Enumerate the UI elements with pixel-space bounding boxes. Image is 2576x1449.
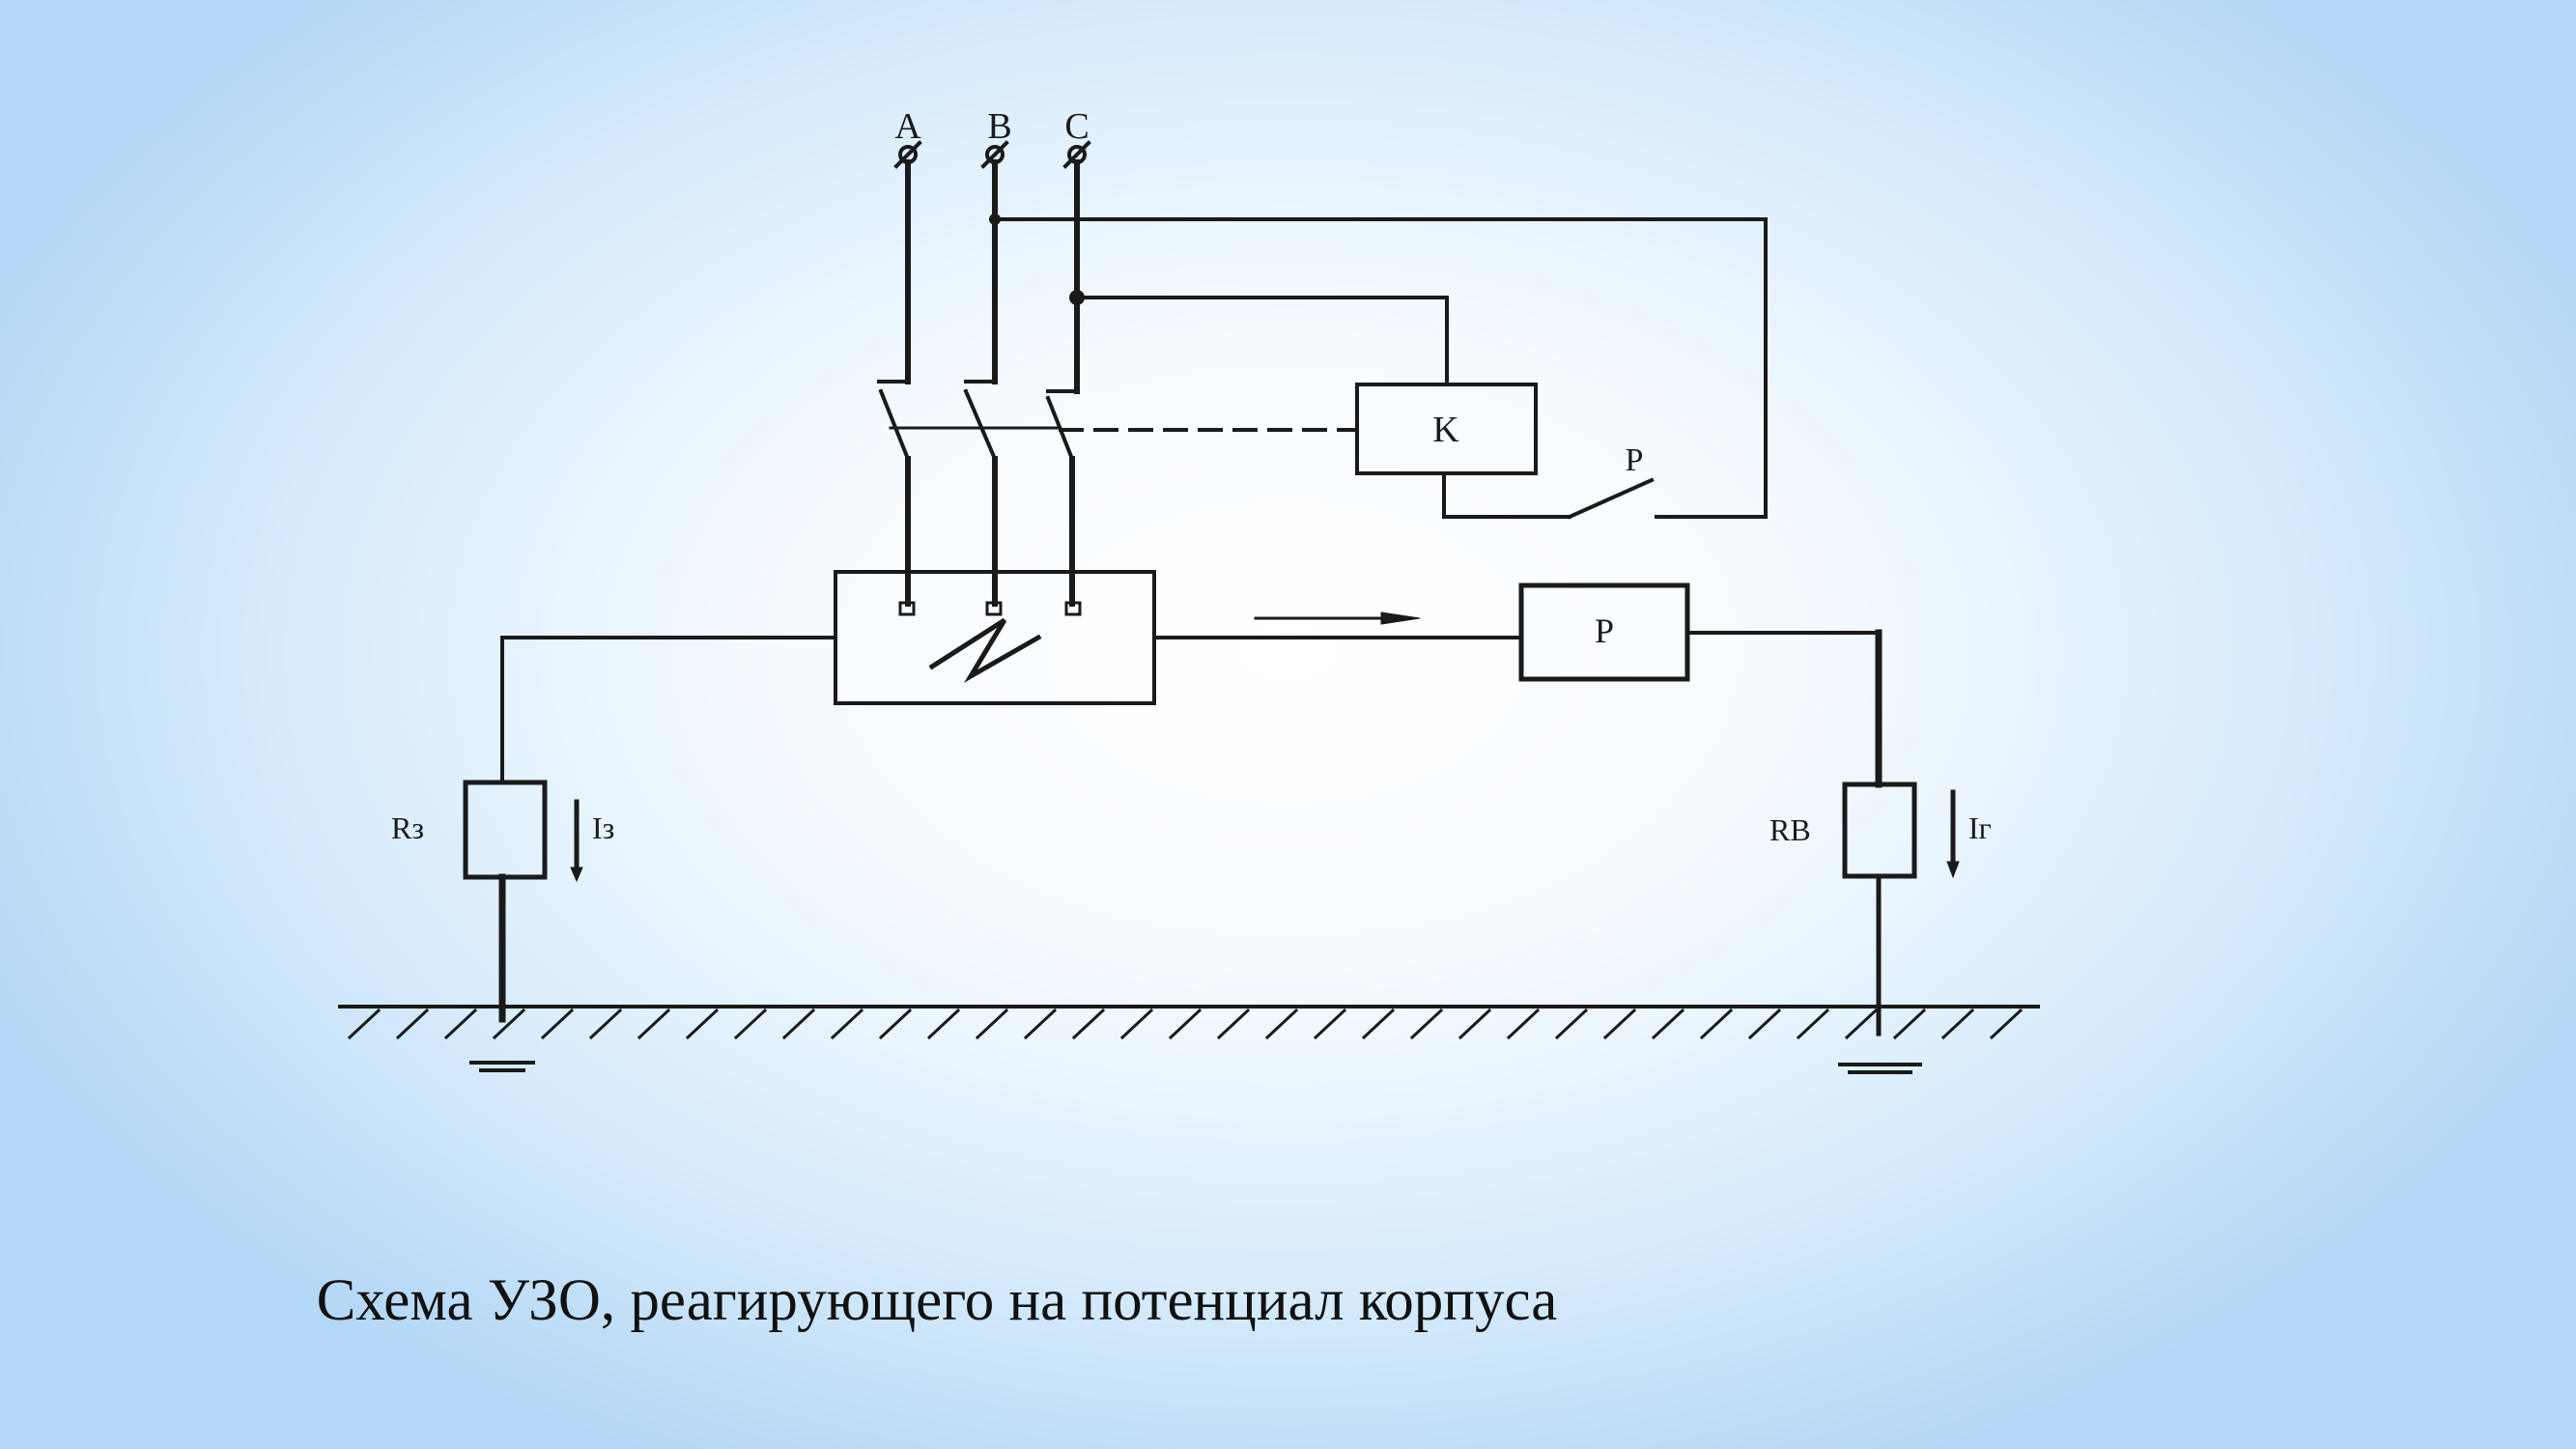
relay-feed-wire	[989, 213, 1768, 519]
hatch-mark	[347, 1008, 382, 1040]
ground-current-label: Iз	[592, 810, 614, 845]
direction-arrow	[1254, 611, 1421, 625]
hatch-mark	[1409, 1008, 1444, 1040]
hatch-mark	[1940, 1008, 1975, 1040]
phase-lines-lower	[905, 456, 1075, 607]
hatch-mark	[1554, 1008, 1589, 1040]
ground-symbol-right	[1838, 1063, 1922, 1074]
hatch-mark	[1216, 1008, 1251, 1040]
hatch-mark	[1119, 1008, 1154, 1040]
relay-contact	[1442, 471, 1655, 520]
ground-resistor	[463, 780, 548, 880]
ground-resistor-label: Rз	[391, 810, 424, 845]
hatch-mark	[395, 1008, 430, 1040]
fault-arrow-icon	[928, 617, 1042, 683]
hatch-mark	[1602, 1008, 1637, 1040]
hatch-mark	[1699, 1008, 1734, 1040]
phase-lines-upper	[905, 159, 1080, 394]
relay-contact-label: P	[1626, 442, 1644, 478]
hatch-mark	[1989, 1008, 2024, 1040]
coil-feed-wire	[1069, 290, 1449, 386]
hatch-mark	[1168, 1008, 1203, 1040]
hatch-mark	[1796, 1008, 1830, 1040]
hatch-mark	[781, 1008, 816, 1040]
hatch-mark	[878, 1008, 913, 1040]
contactor-box	[1355, 383, 1538, 475]
aux-current-arrowhead	[1946, 861, 1960, 879]
aux-resistor-label: RB	[1769, 812, 1811, 847]
hatch-mark	[1313, 1008, 1347, 1040]
hatch-mark	[637, 1008, 671, 1040]
phase-label-a: A	[894, 106, 921, 147]
phase-label-c: C	[1064, 106, 1089, 147]
contactor-label: K	[1432, 410, 1459, 450]
hatch-mark	[540, 1008, 575, 1040]
earth-hatching	[347, 1008, 2024, 1040]
aux-current-label: Iг	[1968, 810, 1992, 845]
hatch-mark	[685, 1008, 720, 1040]
hatch-mark	[1458, 1008, 1492, 1040]
hatch-mark	[492, 1008, 526, 1040]
hatch-mark	[830, 1008, 864, 1040]
main-switch-contacts	[877, 380, 1079, 462]
hatch-mark	[1844, 1008, 1879, 1040]
phase-label-b: B	[987, 106, 1011, 147]
relay-box-label: P	[1595, 611, 1614, 650]
hatch-mark	[975, 1008, 1009, 1040]
ground-current-arrowhead	[570, 867, 583, 883]
aux-resistor	[1842, 781, 1917, 879]
hatch-mark	[443, 1008, 478, 1040]
hatch-mark	[1361, 1008, 1396, 1040]
hatch-mark	[588, 1008, 623, 1040]
hatch-mark	[1023, 1008, 1058, 1040]
housing-terminals	[898, 601, 1082, 616]
hatch-mark	[1264, 1008, 1299, 1040]
hatch-mark	[733, 1008, 768, 1040]
hatch-mark	[1506, 1008, 1541, 1040]
hatch-mark	[1651, 1008, 1685, 1040]
ground-conductor-left	[498, 636, 837, 1023]
hatch-mark	[1747, 1008, 1782, 1040]
hatch-mark	[926, 1008, 961, 1040]
hatch-mark	[1892, 1008, 1927, 1040]
diagram-caption: Схема УЗО, реагирующего на потенциал кор…	[316, 1268, 1558, 1333]
hatch-mark	[1071, 1008, 1106, 1040]
ground-symbol-left	[469, 1061, 535, 1072]
